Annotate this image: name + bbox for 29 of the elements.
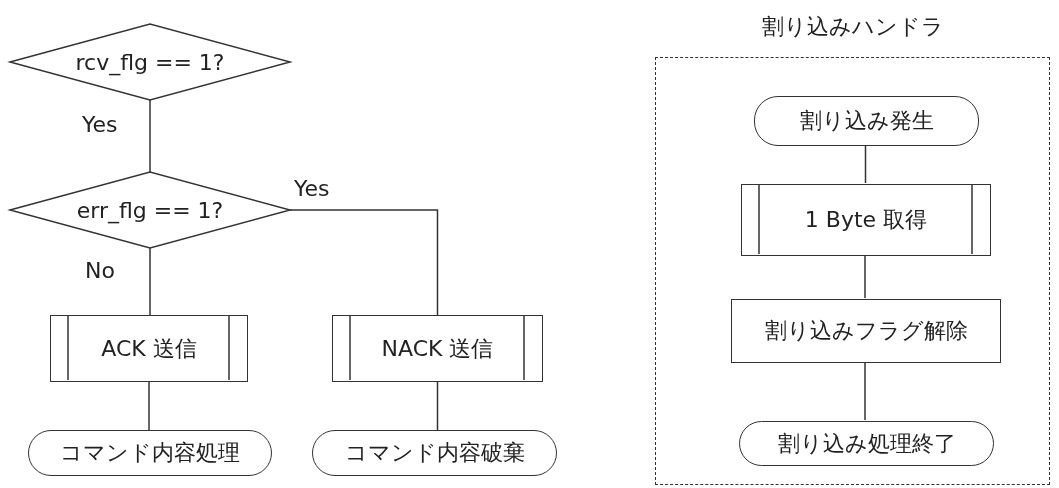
subroutine-box (332, 315, 543, 382)
terminal-box (739, 421, 994, 466)
node-label: rcv_flg == 1? (75, 49, 225, 75)
node-label: 割り込みフラグ解除 (764, 317, 968, 345)
node-label: コマンド内容破棄 (344, 439, 525, 467)
connector-line (864, 361, 866, 421)
subroutine-box (741, 184, 991, 256)
connector-line (436, 381, 439, 431)
subroutine-box (50, 315, 248, 382)
node-label: ACK 送信 (101, 334, 197, 363)
connector-line (289, 209, 439, 316)
connector-line (864, 144, 867, 184)
node-label: 1 Byte 取得 (804, 206, 928, 234)
process-box (731, 299, 1001, 363)
connector-line (148, 381, 150, 431)
terminal-box (28, 430, 272, 476)
terminal-box (754, 96, 979, 146)
decision-diamond (10, 172, 290, 248)
node-label: 割り込み処理終了 (777, 429, 956, 458)
node-label: 割り込み発生 (799, 107, 934, 135)
node-label: コマンド内容処理 (60, 439, 240, 467)
terminal-box (312, 430, 557, 476)
node-label: NACK 送信 (381, 334, 494, 363)
group-title: 割り込みハンドラ (760, 13, 945, 41)
connector-line (149, 247, 151, 316)
decision-diamond (10, 24, 290, 100)
connector-line (864, 254, 866, 299)
node-label: err_flg == 1? (76, 197, 224, 223)
connector-line (149, 99, 151, 173)
